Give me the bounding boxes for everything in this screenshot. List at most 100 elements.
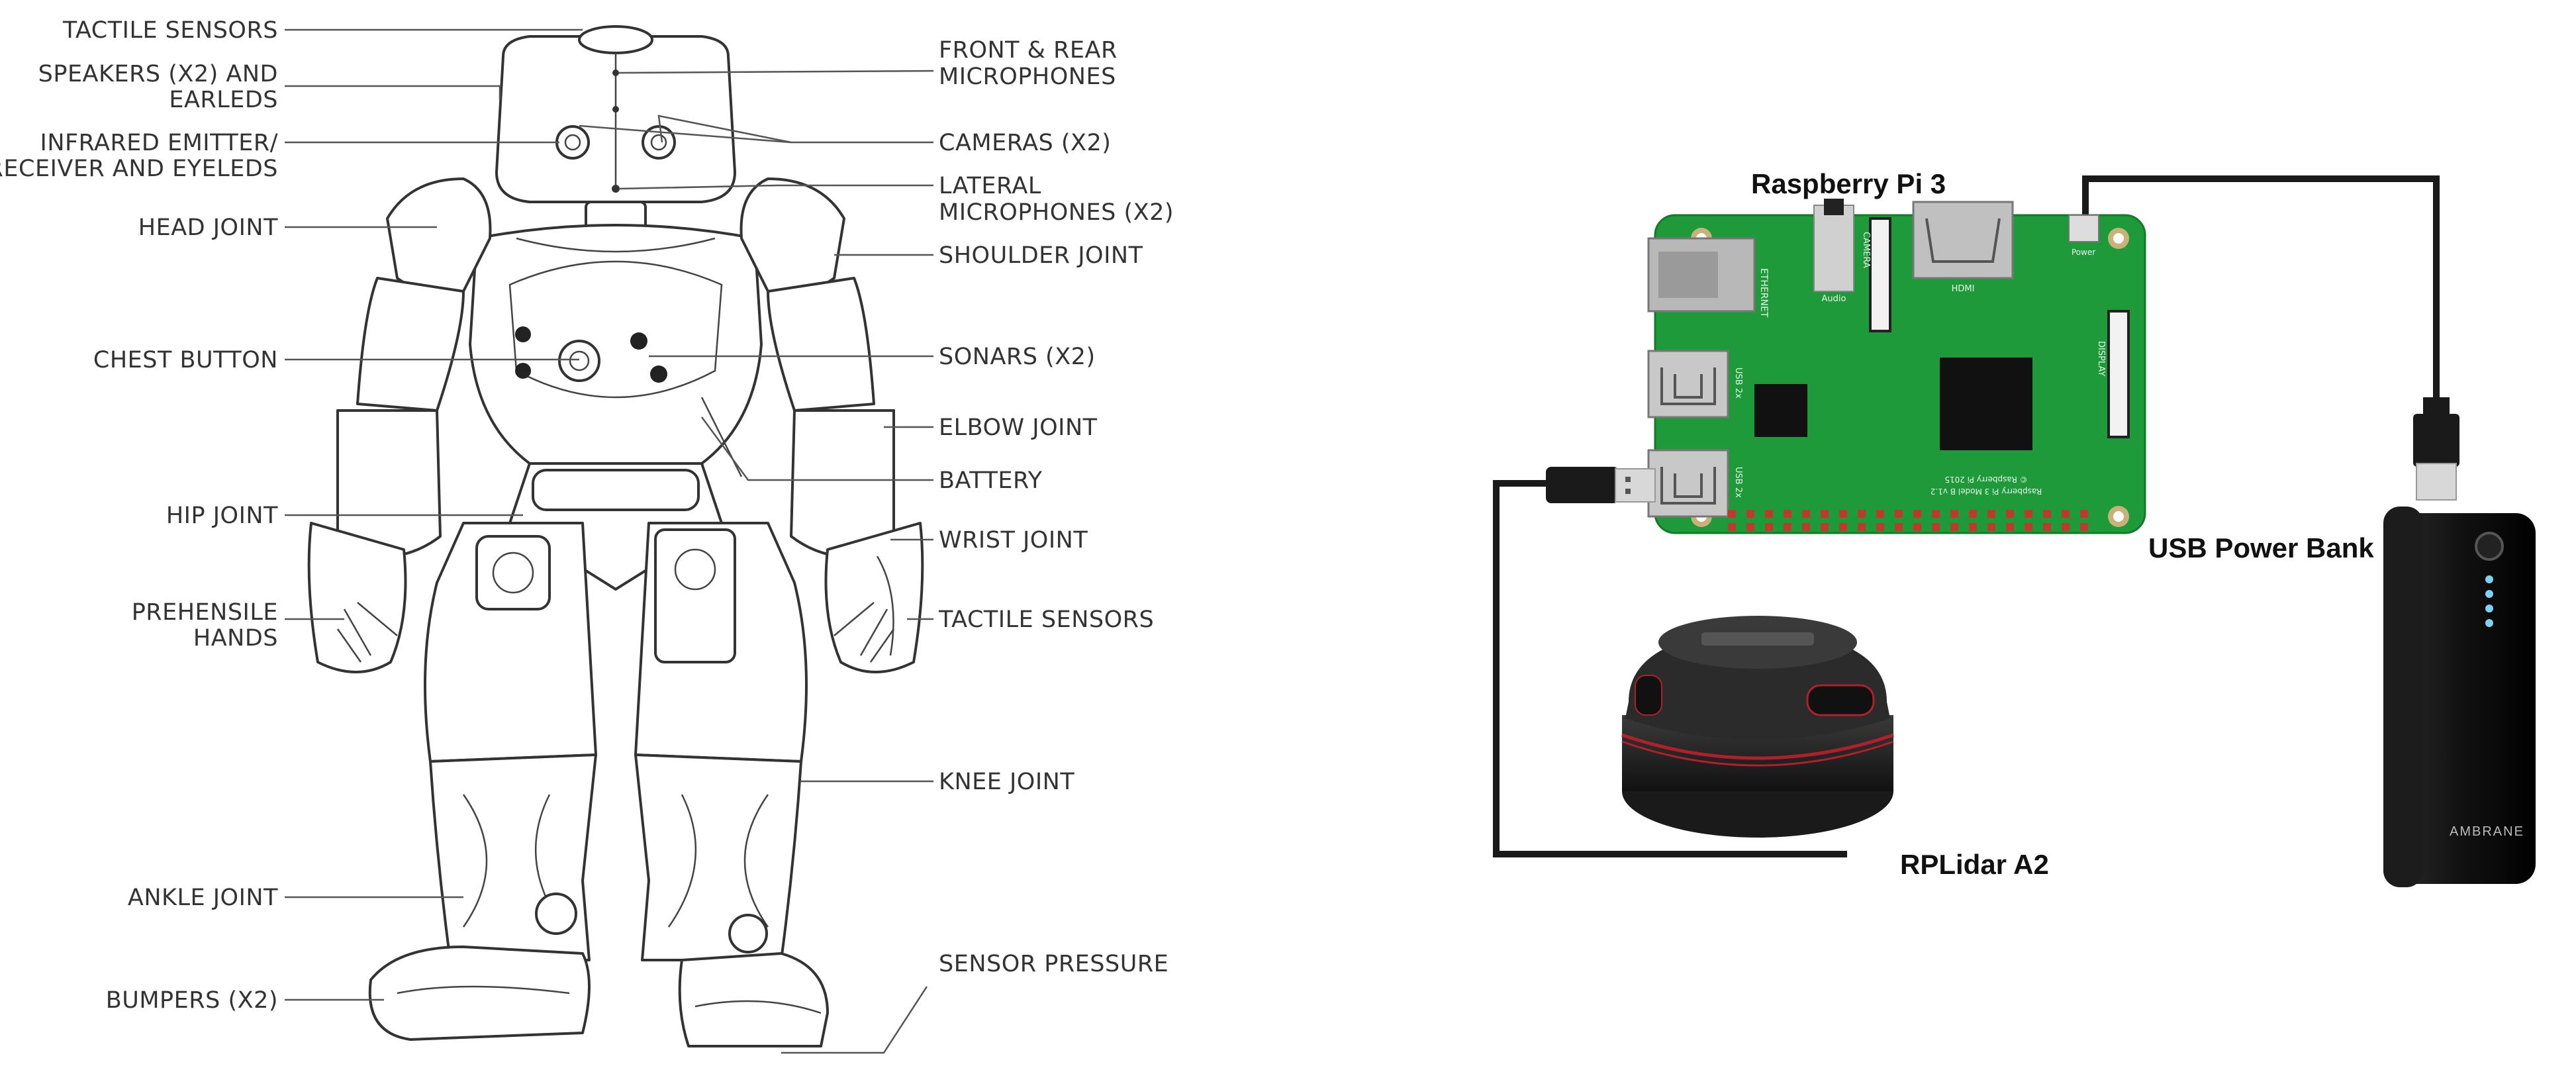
label-shoulder-joint: SHOULDER JOINT (939, 242, 1143, 269)
hdmi-port (1912, 201, 2014, 279)
usb-plug-power-bank (2413, 397, 2459, 501)
gpio-pin (1987, 510, 1995, 518)
robot-diagram: TACTILE SENSORS SPEAKERS (X2) AND EARLED… (0, 0, 1192, 1068)
silk-usb1: USB 2x (1733, 367, 1743, 399)
silk-copyright: © Raspberry Pi 2015 (1944, 475, 2027, 484)
label-battery: BATTERY (939, 467, 1043, 494)
gpio-pin (2025, 510, 2032, 518)
power-cable (2082, 175, 2440, 397)
label-bumpers: BUMPERS (X2) (106, 987, 278, 1014)
gpio-pin (1969, 510, 1977, 518)
raspberry-pi-board: ETHERNET Audio CAMERA HDMI Power USB 2x … (1647, 199, 2146, 534)
label-prehensile-line1: PREHENSILE (132, 599, 278, 626)
gpio-pin (2043, 510, 2051, 518)
label-chest-button: CHEST BUTTON (93, 347, 278, 373)
label-sonars: SONARS (X2) (939, 344, 1096, 370)
gpio-pin (1746, 523, 1754, 531)
silk-display: DISPLAY (2096, 341, 2106, 376)
display-connector (2107, 310, 2130, 438)
gpio-pin (2080, 510, 2088, 518)
gpio-pin (1821, 510, 1829, 518)
usb-power-bank: AMBRANE (2383, 507, 2536, 887)
left-labels: TACTILE SENSORS SPEAKERS (X2) AND EARLED… (0, 17, 278, 1014)
label-prehensile-line2: HANDS (193, 625, 278, 652)
right-labels: FRONT & REAR MICROPHONES CAMERAS (X2) LA… (938, 37, 1174, 977)
gpio-pin (1932, 523, 1940, 531)
label-cameras: CAMERAS (X2) (939, 130, 1111, 156)
hardware-drawing: ETHERNET Audio CAMERA HDMI Power USB 2x … (1493, 168, 2536, 887)
power-button-icon (2475, 532, 2504, 561)
leader-lines (285, 28, 934, 1054)
gpio-header (1728, 510, 2088, 531)
gpio-pin (2006, 523, 2014, 531)
gpio-pin (1858, 523, 1866, 531)
gpio-pin (1895, 510, 1903, 518)
silk-audio: Audio (1822, 294, 1846, 304)
label-sensor-pressure: SENSOR PRESSURE (939, 951, 1169, 977)
robot-outline (307, 25, 924, 1047)
gpio-pin (2006, 510, 2014, 518)
gpio-pin (1876, 510, 1884, 518)
gpio-pin (1987, 523, 1995, 531)
gpio-pin (2025, 523, 2032, 531)
gpio-pin (1950, 510, 1958, 518)
camera-connector (1869, 217, 1891, 332)
label-usb-power-bank: USB Power Bank (2148, 532, 2374, 563)
gpio-pin (1913, 523, 1921, 531)
hardware-diagram: ETHERNET Audio CAMERA HDMI Power USB 2x … (1423, 0, 2576, 1068)
label-infrared-line2: RECEIVER AND EYELEDS (0, 156, 278, 182)
label-tactile-sensors-head: TACTILE SENSORS (62, 17, 278, 44)
gpio-pin (1802, 523, 1810, 531)
gpio-pin (2080, 523, 2088, 531)
gpio-pin (2043, 523, 2051, 531)
label-wrist-joint: WRIST JOINT (939, 527, 1088, 554)
label-tactile-sensors-hand: TACTILE SENSORS (938, 607, 1154, 633)
gpio-pin (1784, 523, 1791, 531)
gpio-pin (1858, 510, 1866, 518)
silk-hdmi: HDMI (1952, 284, 1975, 294)
gpio-pin (1839, 523, 1847, 531)
label-infrared-line1: INFRARED EMITTER/ (40, 130, 279, 156)
gpio-pin (1839, 510, 1847, 518)
label-front-rear-line1: FRONT & REAR (939, 37, 1118, 64)
label-lateral-line1: LATERAL (939, 173, 1041, 199)
micro-usb-power (2068, 215, 2099, 242)
cables (1493, 175, 2440, 857)
bank-brand-text: AMBRANE (2450, 824, 2524, 839)
silk-camera: CAMERA (1861, 232, 1871, 268)
gpio-pin (1950, 523, 1958, 531)
gpio-pin (1784, 510, 1791, 518)
label-hip-joint: HIP JOINT (166, 503, 278, 529)
label-rplidar: RPLidar A2 (1900, 849, 2049, 880)
silk-model: Raspberry Pi 3 Model B v1.2 (1931, 487, 2042, 496)
gpio-pin (1821, 523, 1829, 531)
label-raspberry-pi: Raspberry Pi 3 (1751, 168, 1946, 199)
gpio-pin (1728, 510, 1736, 518)
gpio-pin (1895, 523, 1903, 531)
label-knee-joint: KNEE JOINT (939, 769, 1074, 795)
label-ankle-joint: ANKLE JOINT (128, 885, 278, 911)
gpio-pin (1802, 510, 1810, 518)
gpio-pin (1876, 523, 1884, 531)
label-speakers-line2: EARLEDS (169, 87, 278, 113)
gpio-pin (1913, 510, 1921, 518)
silk-ethernet: ETHERNET (1758, 268, 1769, 318)
gpio-pin (1765, 510, 1773, 518)
robot-drawing: TACTILE SENSORS SPEAKERS (X2) AND EARLED… (0, 17, 1174, 1054)
label-head-joint: HEAD JOINT (138, 215, 278, 241)
gpio-pin (1728, 523, 1736, 531)
usb-chip (1754, 384, 1807, 437)
label-lateral-line2: MICROPHONES (X2) (939, 199, 1174, 226)
gpio-pin (1969, 523, 1977, 531)
silk-usb2: USB 2x (1733, 467, 1743, 498)
label-speakers-line1: SPEAKERS (X2) AND (38, 61, 278, 87)
audio-jack (1813, 205, 1854, 292)
rplidar-device (1621, 616, 1894, 838)
gpio-pin (2062, 523, 2070, 531)
usb-plug-lidar (1546, 467, 1656, 503)
lidar-cable (1493, 480, 1847, 857)
label-elbow-joint: ELBOW JOINT (939, 414, 1098, 441)
silk-power: Power (2072, 248, 2095, 257)
gpio-pin (1746, 510, 1754, 518)
cpu-chip (1940, 358, 2032, 450)
